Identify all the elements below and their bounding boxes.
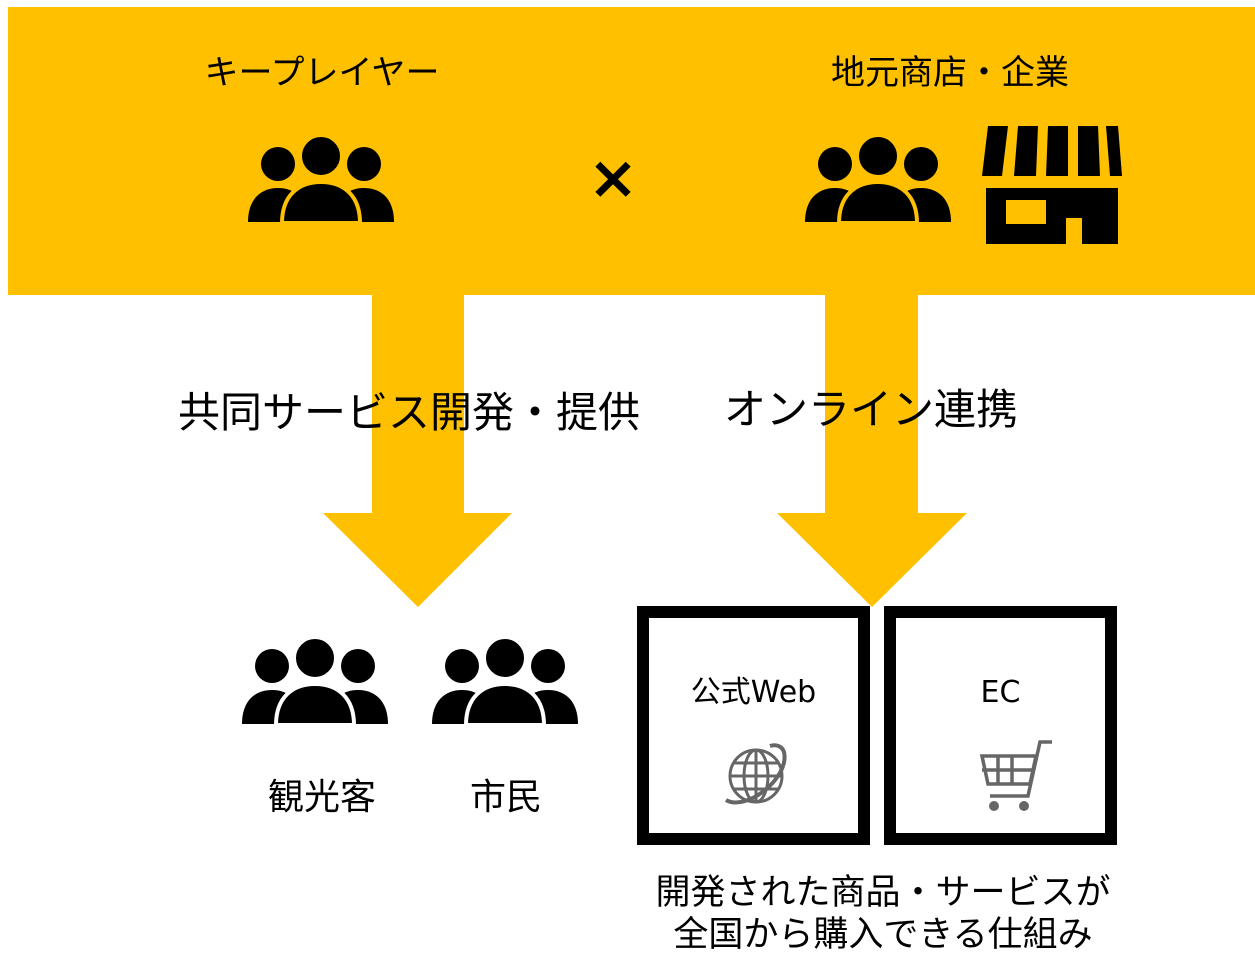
- channel-box-official-web: 公式Web: [637, 606, 870, 845]
- audience-label-tourists: 観光客: [267, 777, 377, 818]
- people-group-icon: [432, 635, 578, 727]
- globe-icon: [724, 743, 787, 805]
- audience-label-citizens: 市民: [469, 777, 543, 818]
- multiply-operator: ×: [587, 143, 639, 213]
- people-group-icon: [242, 635, 388, 727]
- caption-line-1: 開発された商品・サービスが: [655, 873, 1111, 913]
- storefront-icon: [982, 126, 1122, 244]
- flow-arrow-right: [777, 295, 967, 607]
- flow-arrow-left: [323, 295, 512, 607]
- caption-line-2: 全国から購入できる仕組み: [673, 915, 1093, 955]
- key-player-label: キープレイヤー: [204, 53, 440, 93]
- flow-label-right: オンライン連携: [724, 385, 1019, 434]
- channel-label-ec: EC: [980, 675, 1021, 710]
- channel-box-ec: EC: [884, 606, 1117, 845]
- people-group-icon: [805, 133, 951, 225]
- shopping-cart-icon: [979, 740, 1052, 811]
- local-business-label: 地元商店・企業: [831, 53, 1069, 93]
- channel-label-official-web: 公式Web: [690, 675, 817, 710]
- flow-label-left: 共同サービス開発・提供: [178, 388, 641, 437]
- people-group-icon: [248, 133, 394, 225]
